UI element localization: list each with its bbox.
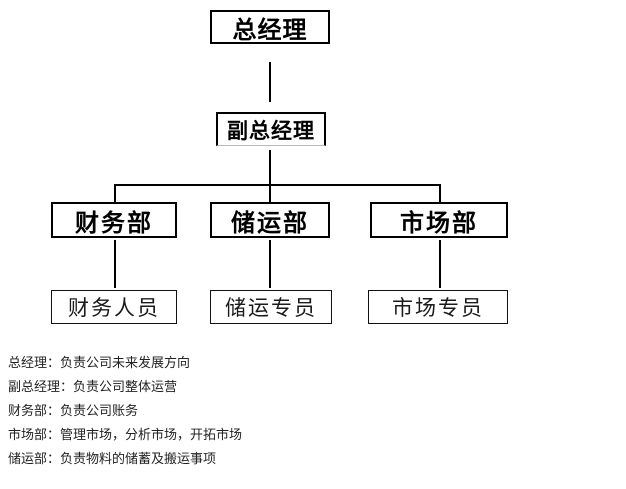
edge-bus-to-logistics-dept [269, 184, 271, 202]
edge-bus-to-finance-dept [114, 184, 116, 202]
node-marketing-department[interactable]: 市场部 [370, 202, 508, 238]
node-logistics-staff[interactable]: 储运专员 [210, 290, 332, 324]
edge-bus-to-marketing-dept [439, 184, 441, 202]
node-marketing-staff[interactable]: 市场专员 [368, 290, 508, 324]
node-deputy-general-manager[interactable]: 副总经理 [216, 112, 326, 146]
legend-line: 储运部：负责物料的储蓄及搬运事项 [8, 452, 217, 467]
node-finance-department[interactable]: 财务部 [51, 202, 177, 238]
edge-deputy-to-bus [269, 150, 271, 184]
node-label: 副总经理 [227, 118, 315, 143]
edge-finance-dept-to-staff [114, 240, 116, 288]
legend-line: 总经理：负责公司未来发展方向 [8, 356, 191, 371]
edge-gm-to-deputy [269, 62, 271, 102]
legend-line: 市场部：管理市场，分析市场，开拓市场 [8, 428, 243, 443]
node-label: 总经理 [232, 15, 308, 44]
edge-horizontal-bus [114, 184, 441, 186]
node-label: 储运专员 [225, 296, 317, 320]
legend-line: 财务部：负责公司账务 [8, 404, 139, 419]
edge-marketing-dept-to-staff [439, 240, 441, 288]
node-label: 储运部 [231, 208, 309, 237]
node-label: 市场专员 [392, 296, 484, 320]
node-label: 财务人员 [68, 296, 160, 320]
node-finance-staff[interactable]: 财务人员 [51, 290, 177, 324]
node-label: 市场部 [400, 208, 478, 237]
node-general-manager[interactable]: 总经理 [210, 10, 330, 44]
node-label: 财务部 [75, 208, 153, 237]
edge-logistics-dept-to-staff [269, 240, 271, 288]
node-logistics-department[interactable]: 储运部 [210, 202, 330, 238]
legend-line: 副总经理：负责公司整体运营 [8, 380, 178, 395]
legend-block: 总经理：负责公司未来发展方向 副总经理：负责公司整体运营 财务部：负责公司账务 … [8, 352, 608, 472]
